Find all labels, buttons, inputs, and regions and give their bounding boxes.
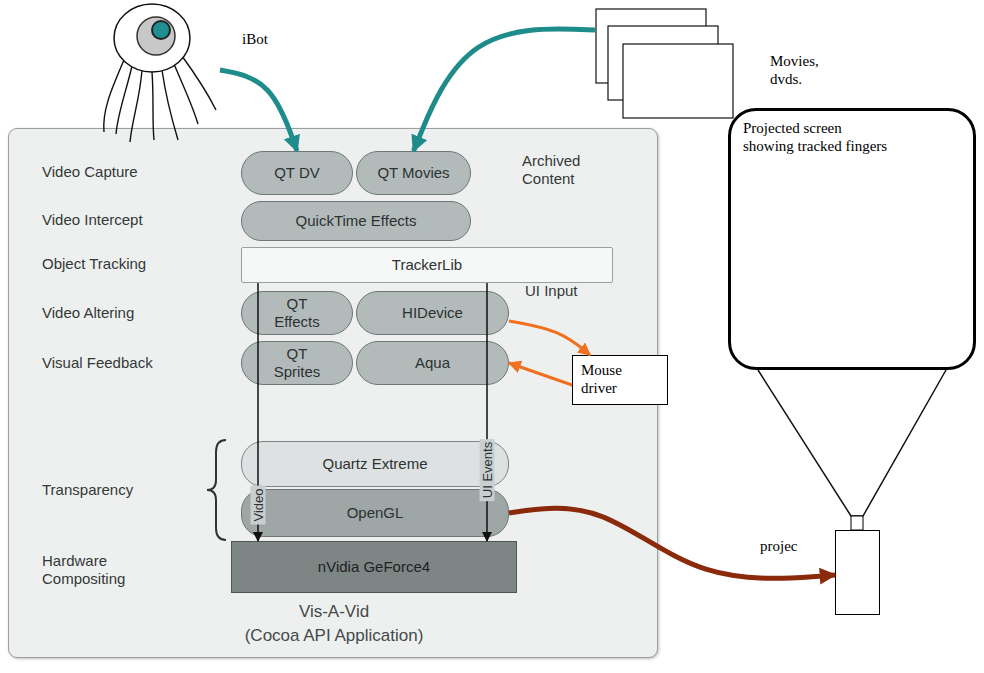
layer-pill: QT DV [241, 151, 353, 195]
node-text: QT Effects [267, 295, 327, 331]
paper-stack [595, 8, 735, 120]
connector [758, 370, 946, 516]
node-text: projec [760, 537, 797, 555]
connector [220, 70, 297, 151]
node-text: Vis-A-Vid [299, 601, 369, 622]
node-text: Projected screen showing tracked fingers [743, 119, 893, 155]
layer-label: Archived Content [522, 152, 602, 188]
robot-tentacle [116, 66, 132, 134]
node-text: Aqua [415, 354, 450, 372]
layer-label: Visual Feedback [42, 354, 153, 372]
layer-label: Video Intercept [42, 211, 143, 229]
connector [486, 283, 488, 541]
node-text: nVidia GeForce4 [318, 558, 430, 576]
device-box: Mouse driver [572, 355, 668, 405]
node-text: QT Movies [377, 164, 449, 182]
robot-pupil [152, 21, 170, 39]
connector [509, 363, 572, 385]
projector-lens [851, 516, 863, 530]
layer-pill: QT Effects [241, 291, 353, 335]
projected-screen: Projected screen showing tracked fingers [728, 108, 976, 370]
layer-label: UI Input [525, 282, 578, 300]
layer-label: Object Tracking [42, 255, 146, 273]
robot-head [114, 4, 190, 72]
node-text: (Cocoa API Application) [245, 625, 424, 646]
node-text: Mouse driver [581, 361, 651, 397]
robot-figure: iBot [100, 0, 220, 145]
layer-pill: QuickTime Effects [241, 201, 471, 241]
node-text: TrackerLib [392, 256, 462, 274]
node-text: QT DV [274, 164, 320, 182]
robot-illustration [100, 0, 220, 145]
node-text: QT Sprites [267, 345, 327, 381]
layer-pill: QT Movies [356, 151, 471, 195]
node-text: OpenGL [347, 504, 404, 522]
edge-label: UI Events [480, 439, 495, 501]
layer-label: Video Capture [42, 163, 138, 181]
layer-label: Transparency [42, 481, 133, 499]
node-text: HIDevice [402, 304, 463, 322]
node-text: Movies, dvds. [770, 52, 834, 88]
connector [509, 321, 590, 355]
node-text: iBot [242, 30, 268, 48]
layer-brace [207, 440, 226, 540]
robot-tentacle [182, 56, 216, 110]
node-text: Quartz Extreme [322, 455, 427, 473]
layer-pill: OpenGL [241, 489, 509, 537]
robot-tentacle [174, 64, 198, 124]
robot-tentacle [104, 60, 124, 132]
media-stack: Movies, dvds. [595, 8, 735, 120]
layer-label: Hardware Compositing [42, 552, 152, 588]
layer-label: Video Altering [42, 304, 134, 322]
layer-pill: HIDevice [356, 291, 509, 335]
media-sheet [623, 44, 733, 118]
connector [414, 29, 596, 151]
device-box: projec [835, 530, 880, 615]
edge-label: Video [251, 485, 266, 524]
layer-pill: Aqua [356, 341, 509, 385]
gpu-box: nVidia GeForce4 [231, 541, 517, 593]
robot-iris [137, 17, 175, 55]
node-text: QuickTime Effects [296, 212, 417, 230]
layer-pill: Quartz Extreme [241, 441, 509, 487]
connector [509, 508, 835, 578]
layer-pill: QT Sprites [241, 341, 353, 385]
tracker-box: TrackerLib [241, 247, 613, 283]
